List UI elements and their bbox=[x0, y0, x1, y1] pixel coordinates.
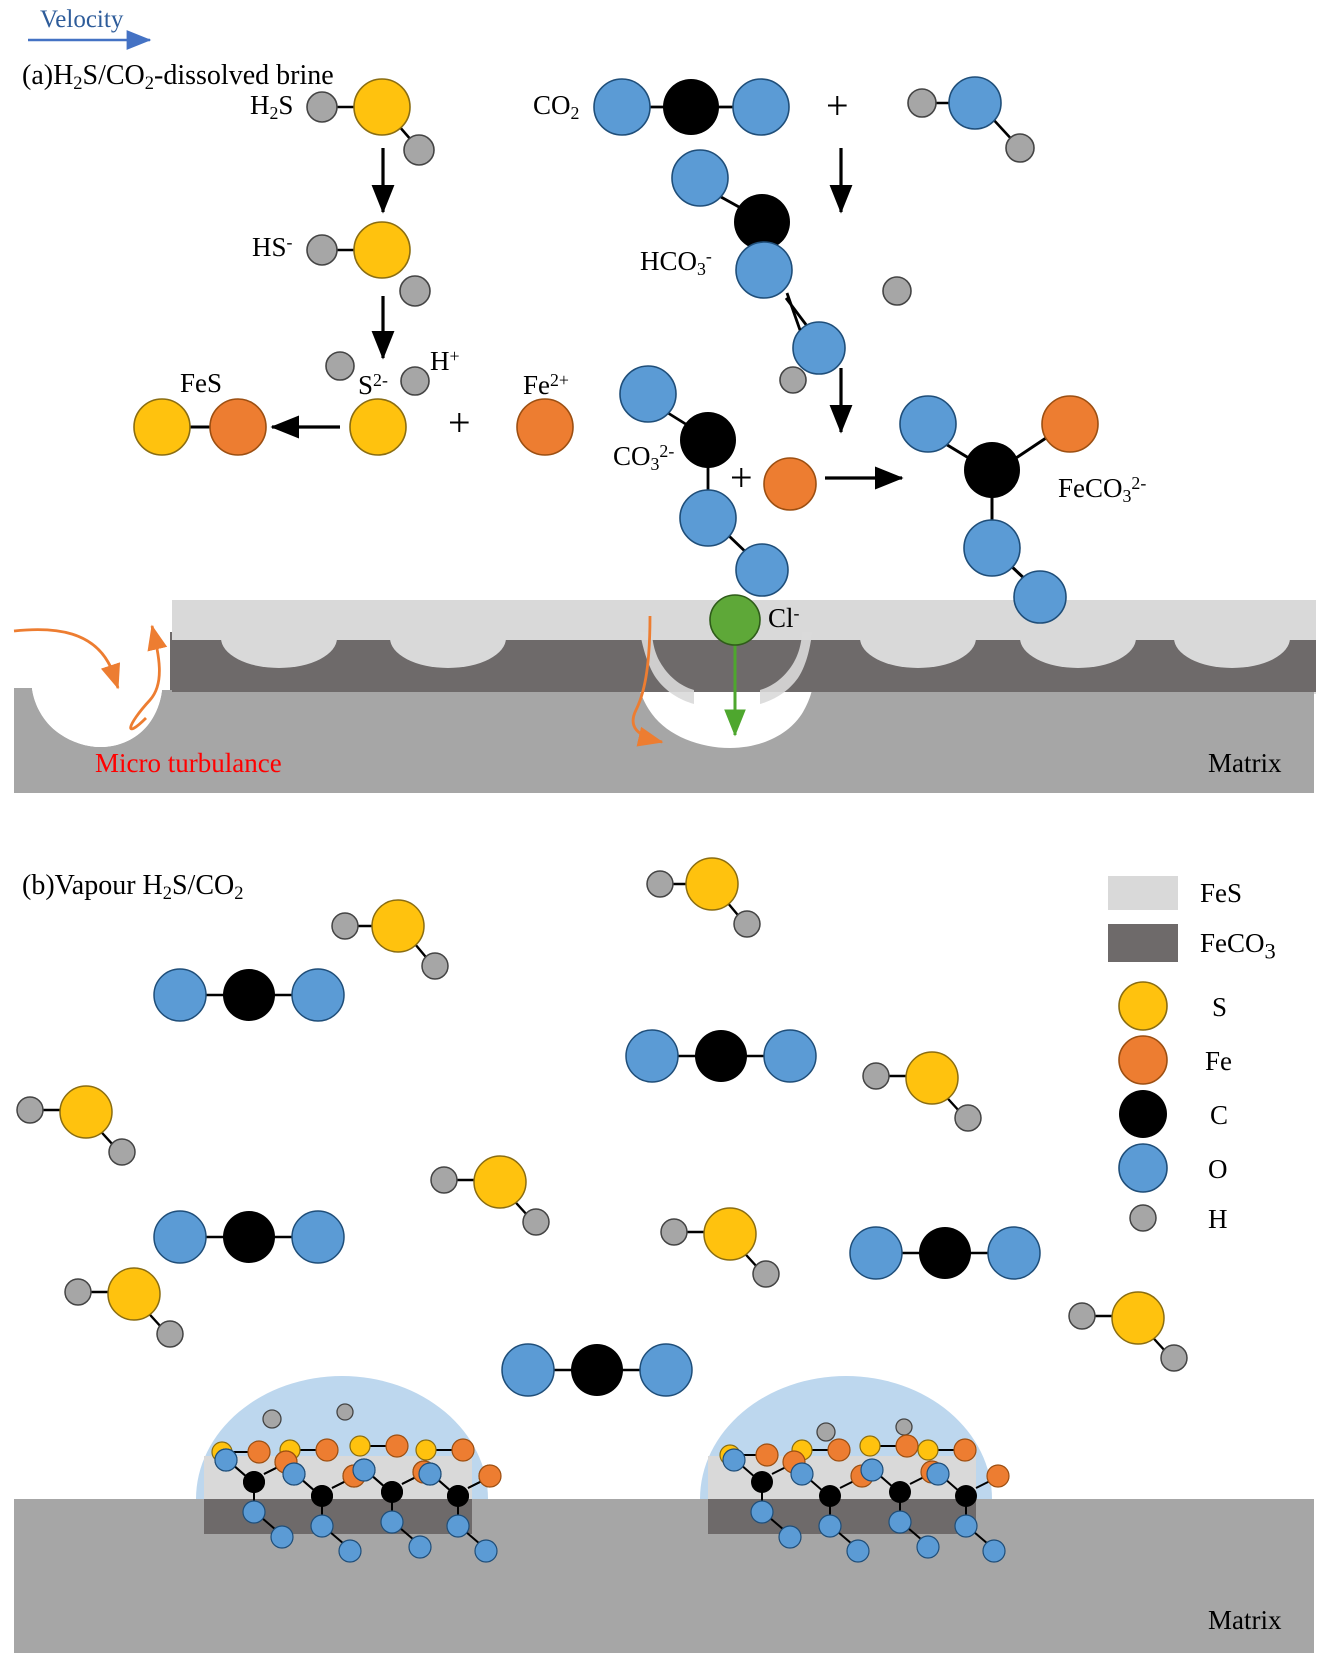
molecule-h-free-right bbox=[882, 276, 912, 306]
matrix-label-panel-a: Matrix bbox=[1208, 748, 1282, 778]
plus-sign-co3-fe: + bbox=[730, 455, 753, 500]
molecule-water-top-right bbox=[907, 76, 1035, 163]
molecule-feco3-2minus bbox=[899, 395, 1099, 624]
legend-swatch-fes bbox=[1108, 876, 1178, 910]
matrix-label-panel-b: Matrix bbox=[1208, 1605, 1282, 1635]
molecule-co2-b3 bbox=[153, 1210, 345, 1264]
legend-swatch-fe bbox=[1118, 1035, 1168, 1085]
deposit-cluster-left-lower bbox=[214, 1448, 502, 1563]
molecule-fes bbox=[133, 398, 267, 456]
legend-swatch-s bbox=[1118, 981, 1168, 1031]
legend-label-c: C bbox=[1210, 1100, 1229, 1130]
species-label-hs-minus: HS- bbox=[252, 232, 293, 263]
legend-swatch-h bbox=[1129, 1204, 1157, 1232]
species-label-co2: CO2 bbox=[533, 90, 580, 123]
molecule-fe-ion-mid bbox=[763, 457, 817, 511]
molecule-hs-minus bbox=[306, 221, 431, 307]
legend-label-o: O bbox=[1208, 1154, 1228, 1184]
molecule-h2s-b7 bbox=[64, 1267, 184, 1348]
molecule-hco3-minus bbox=[671, 149, 846, 394]
molecule-chloride bbox=[709, 594, 761, 646]
legend-label-fe: Fe bbox=[1205, 1046, 1232, 1076]
species-label-h-plus: H+ bbox=[430, 346, 460, 377]
species-label-fes: FeS bbox=[180, 368, 223, 398]
molecule-h2s-b2 bbox=[646, 857, 761, 938]
plus-sign-co2-water: + bbox=[826, 83, 849, 128]
molecule-h2s-b3 bbox=[16, 1085, 136, 1166]
species-label-s2-minus: S2- bbox=[358, 370, 388, 401]
molecule-h2s-b5 bbox=[430, 1155, 550, 1236]
panel-b-title: (b)Vapour H2S/CO2 bbox=[22, 870, 244, 904]
velocity-label: Velocity bbox=[40, 6, 124, 33]
plus-sign-fes-reaction: + bbox=[448, 400, 471, 445]
legend-swatches bbox=[1108, 876, 1178, 1232]
molecule-h2s-b8 bbox=[1068, 1291, 1188, 1372]
molecule-co2-b2 bbox=[625, 1029, 817, 1083]
species-label-hco3-minus: HCO3- bbox=[640, 246, 712, 279]
droplet-left bbox=[196, 1376, 488, 1534]
legend-label-fes: FeS bbox=[1200, 878, 1243, 908]
molecule-co2-b1 bbox=[153, 968, 345, 1022]
molecule-h-plus bbox=[400, 366, 430, 396]
molecule-h2s-b1 bbox=[331, 899, 449, 980]
legend-label-feco3: FeCO3 bbox=[1200, 928, 1276, 964]
micro-turbulance-label: Micro turbulance bbox=[95, 748, 282, 778]
micro-turbulence-arrows bbox=[13, 615, 664, 747]
legend-swatch-o bbox=[1118, 1143, 1168, 1193]
molecule-fe2-plus bbox=[516, 398, 574, 456]
molecule-s2-minus bbox=[325, 351, 407, 456]
molecule-co3-2minus bbox=[619, 365, 789, 597]
free-hydrogen-atoms bbox=[262, 1403, 913, 1442]
legend-swatch-feco3 bbox=[1108, 924, 1178, 962]
molecule-co2-b5 bbox=[501, 1343, 693, 1397]
molecule-h2s-top bbox=[306, 78, 435, 166]
legend-swatch-c bbox=[1119, 1090, 1167, 1138]
molecule-h2s-b6 bbox=[660, 1207, 780, 1288]
molecule-h2s-b4 bbox=[862, 1051, 982, 1132]
deposit-cluster-right bbox=[719, 1434, 1010, 1563]
species-label-feco3-2minus: FeCO32- bbox=[1058, 473, 1147, 506]
reaction-arrows-panel-a bbox=[270, 148, 904, 490]
molecule-co2 bbox=[593, 78, 790, 136]
species-label-cl-minus: Cl- bbox=[768, 603, 800, 634]
species-label-co3-2minus: CO32- bbox=[613, 441, 675, 474]
legend-label-s: S bbox=[1212, 992, 1228, 1022]
legend-label-h: H bbox=[1208, 1204, 1228, 1234]
species-label-h2s: H2S bbox=[250, 90, 294, 123]
panel-a-title: (a)H2S/CO2-dissolved brine bbox=[22, 60, 334, 94]
molecule-co2-b4 bbox=[849, 1226, 1041, 1280]
species-label-fe2-plus: Fe2+ bbox=[523, 370, 569, 401]
